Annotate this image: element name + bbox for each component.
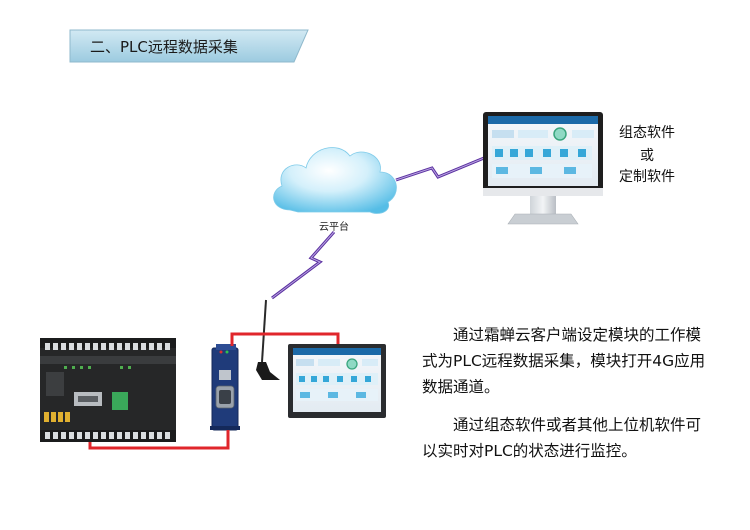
description-paragraph-2: 通过组态软件或者其他上位机软件可以实时对PLC的状态进行监控。 bbox=[422, 412, 712, 464]
paragraph-2-text: 通过组态软件或者其他上位机软件可以实时对PLC的状态进行监控。 bbox=[422, 416, 702, 460]
page-title: 二、PLC远程数据采集 bbox=[90, 38, 238, 56]
hmi-panel bbox=[288, 344, 386, 418]
title-banner bbox=[69, 29, 309, 63]
cloud-platform-label: 云平台 bbox=[319, 222, 349, 233]
wireless-link-icon bbox=[395, 156, 485, 182]
software-label-1: 组态软件 bbox=[619, 125, 675, 141]
software-label-2: 定制软件 bbox=[619, 169, 675, 185]
4g-router-module bbox=[210, 299, 280, 431]
plc-controller bbox=[40, 338, 176, 442]
paragraph-1-text: 通过霜蝉云客户端设定模块的工作模式为PLC远程数据采集，模块打开4G应用数据通道… bbox=[422, 326, 706, 396]
desktop-monitor bbox=[483, 112, 603, 225]
software-label-or: 或 bbox=[640, 148, 654, 164]
description-paragraph-1: 通过霜蝉云客户端设定模块的工作模式为PLC远程数据采集，模块打开4G应用数据通道… bbox=[422, 322, 712, 400]
wireless-link-icon bbox=[271, 231, 336, 300]
ethernet-cable bbox=[230, 332, 340, 346]
cloud-icon bbox=[273, 147, 397, 214]
